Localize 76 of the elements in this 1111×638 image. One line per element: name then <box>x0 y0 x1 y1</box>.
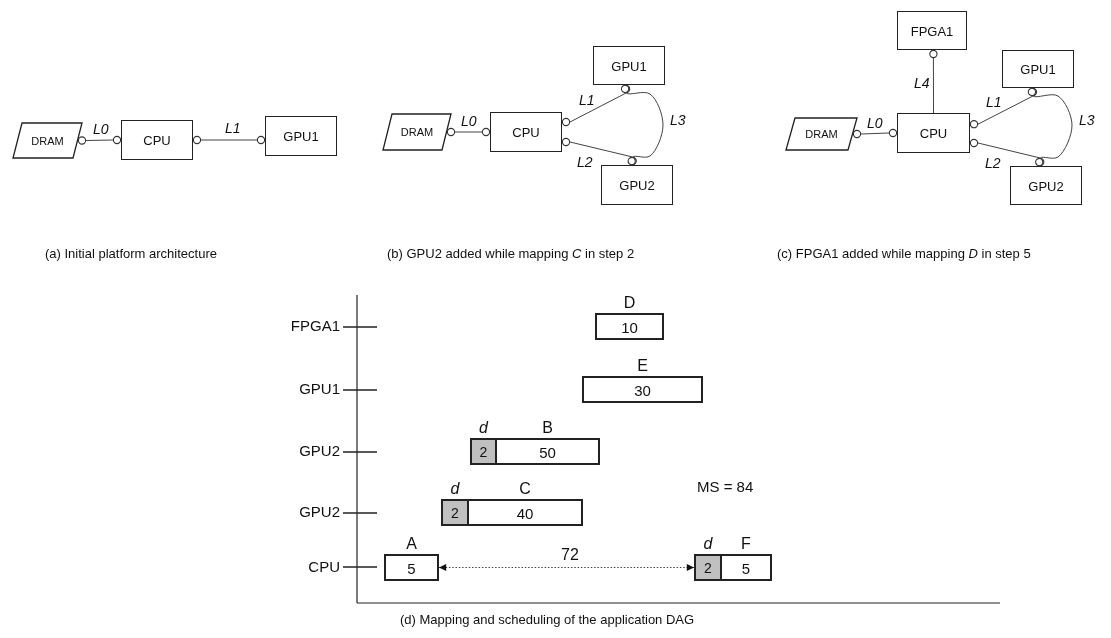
component-box <box>265 116 337 156</box>
caption: (c) FPGA1 added while mapping D in step 5 <box>777 246 1031 261</box>
task-label: D <box>622 294 637 312</box>
resource-label: GPU2 <box>299 442 340 459</box>
link-line <box>620 84 664 166</box>
makespan-label: MS = 84 <box>697 478 754 495</box>
component-name: DRAM <box>399 126 435 138</box>
task-label: d <box>449 480 461 498</box>
memory-parallelogram <box>785 117 858 151</box>
edge-label: L1 <box>985 95 1003 109</box>
component-name: CPU <box>142 132 172 148</box>
link-line <box>852 128 898 139</box>
task-label: d <box>702 535 714 553</box>
caption: (b) GPU2 added while mapping C in step 2 <box>387 246 635 261</box>
duration-value: 50 <box>538 443 557 460</box>
component-name: CPU <box>511 124 541 140</box>
edge-label: L4 <box>913 76 931 90</box>
duration-value: 2 <box>703 559 713 576</box>
caption: (d) Mapping and scheduling of the application DAG <box>400 612 695 627</box>
component-name: GPU1 <box>1019 61 1057 77</box>
component-name: CPU <box>918 125 949 141</box>
link-line <box>561 84 631 127</box>
double-arrow <box>438 563 695 572</box>
link-line <box>969 87 1038 129</box>
duration-value: 40 <box>515 504 535 521</box>
component-name: GPU1 <box>610 58 648 73</box>
component-box <box>1010 166 1082 205</box>
edge-label: 72 <box>560 548 580 562</box>
edge-label: L3 <box>669 113 687 127</box>
edge-label: L1 <box>224 121 242 135</box>
task-label: C <box>518 480 532 498</box>
duration-value: 30 <box>633 381 652 398</box>
link-line <box>969 138 1045 167</box>
component-name: FPGA1 <box>909 23 955 38</box>
edge-label: L0 <box>92 122 110 136</box>
edge-label: L0 <box>460 114 478 128</box>
edge-label: L3 <box>1078 113 1096 127</box>
duration-value: 2 <box>478 443 489 460</box>
task-label: A <box>405 535 418 553</box>
component-name: DRAM <box>804 128 839 140</box>
duration-value: 5 <box>406 559 417 576</box>
task-label: E <box>636 357 649 375</box>
link-line <box>446 127 491 137</box>
component-box <box>897 113 970 153</box>
link-line <box>1027 87 1073 167</box>
component-box <box>1002 50 1074 88</box>
resource-label: GPU2 <box>299 503 340 520</box>
link-line <box>77 135 122 145</box>
resource-label: FPGA1 <box>290 317 340 334</box>
resource-label: GPU1 <box>299 380 340 397</box>
component-box <box>121 120 193 160</box>
component-box <box>897 11 967 50</box>
memory-parallelogram <box>382 113 452 151</box>
duration-value: 10 <box>620 318 639 335</box>
duration-value: 2 <box>450 504 460 521</box>
edge-label: L2 <box>984 156 1002 170</box>
link-line <box>561 137 637 166</box>
edge-label: L2 <box>576 155 594 169</box>
task-label: F <box>740 535 752 553</box>
component-box <box>601 165 673 205</box>
edge-label: L1 <box>578 93 596 107</box>
task-label: B <box>541 419 554 437</box>
task-label: d <box>478 419 490 437</box>
component-box <box>490 112 562 152</box>
component-name: GPU2 <box>1027 178 1065 193</box>
link-line <box>929 49 938 114</box>
component-name: DRAM <box>30 134 65 147</box>
edge-label: L0 <box>866 116 884 130</box>
duration-value: 5 <box>740 559 752 576</box>
memory-parallelogram <box>12 122 83 159</box>
component-name: GPU2 <box>618 177 656 193</box>
component-name: GPU1 <box>282 128 320 144</box>
caption: (a) Initial platform architecture <box>45 246 217 261</box>
link-line <box>192 135 266 145</box>
component-box <box>593 46 665 85</box>
resource-label: CPU <box>308 558 340 575</box>
